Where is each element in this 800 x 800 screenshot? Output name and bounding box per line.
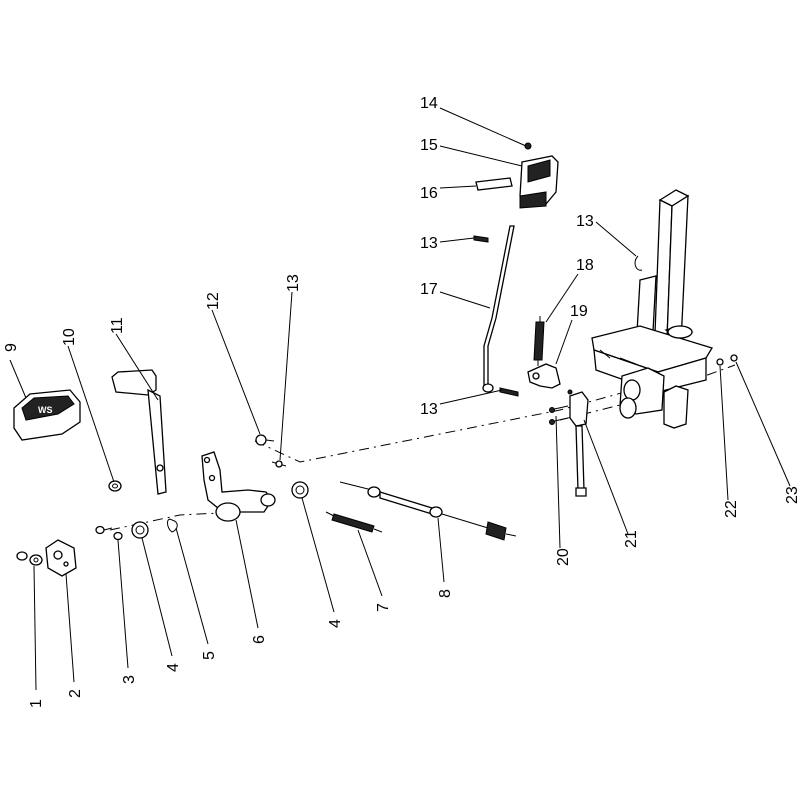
bolt-part[interactable] — [95, 525, 123, 541]
pedal-pad-logo: WS — [38, 405, 53, 415]
linkage-rod-part[interactable] — [482, 225, 515, 393]
callout-13-post: 13 — [576, 213, 594, 230]
sensor-bracket-part[interactable] — [567, 389, 589, 497]
cotter-pin-part-post[interactable] — [634, 255, 643, 271]
callout-22: 22 — [723, 500, 740, 518]
lever-bolt-part[interactable] — [255, 434, 275, 446]
throttle-cable-part[interactable] — [339, 481, 517, 541]
callout-21: 21 — [623, 530, 640, 548]
cotter-pin-part-lever[interactable] — [271, 460, 287, 468]
callout-13-lever: 13 — [285, 274, 302, 292]
callout-12: 12 — [205, 292, 222, 310]
cotter-pin-part-lower[interactable] — [499, 387, 519, 397]
return-spring-part[interactable] — [325, 511, 383, 533]
callout-4-right: 4 — [327, 619, 344, 628]
callout-15: 15 — [420, 137, 438, 154]
retainer-clip-part[interactable] — [475, 177, 513, 191]
callout-3: 3 — [121, 675, 138, 684]
callout-1: 1 — [28, 699, 45, 708]
clip-part[interactable] — [167, 518, 178, 533]
linkage-spring-part[interactable] — [533, 316, 545, 366]
pedal-arm-part[interactable] — [111, 369, 167, 495]
end-nut-part[interactable] — [730, 354, 738, 362]
callout-18: 18 — [576, 257, 594, 274]
callout-8: 8 — [437, 589, 454, 598]
bushing-part-right[interactable] — [291, 481, 309, 499]
callout-4-left: 4 — [165, 663, 182, 672]
callout-13-lower: 13 — [420, 401, 438, 418]
mounting-plate-part[interactable] — [45, 539, 77, 577]
frame-bolt-part[interactable] — [549, 405, 569, 425]
callout-labels: 1 2 3 4 5 6 4 7 8 9 10 11 12 13 14 15 16… — [3, 95, 800, 708]
washer-part[interactable] — [716, 358, 724, 366]
callout-23: 23 — [784, 486, 800, 504]
callout-17: 17 — [420, 281, 438, 298]
callout-2: 2 — [67, 689, 84, 698]
callout-11: 11 — [109, 317, 126, 334]
callout-10: 10 — [61, 328, 78, 346]
callout-7: 7 — [375, 603, 392, 612]
small-nut-part[interactable] — [16, 551, 43, 566]
callout-19: 19 — [570, 303, 588, 320]
callout-9: 9 — [3, 343, 20, 352]
pedal-nut-part[interactable] — [108, 480, 122, 492]
pivot-lever-part[interactable] — [201, 451, 276, 522]
pedal-pad-part[interactable]: WS — [13, 389, 81, 441]
callout-5: 5 — [201, 651, 218, 660]
callout-14: 14 — [420, 95, 438, 112]
callout-16: 16 — [420, 185, 438, 202]
leader-lines — [9, 107, 791, 691]
cotter-pin-part-upper[interactable] — [473, 235, 489, 243]
callout-20: 20 — [555, 548, 572, 566]
steering-post-frame — [591, 189, 713, 429]
throttle-grip-housing-part[interactable] — [519, 155, 559, 209]
callout-6: 6 — [251, 635, 268, 644]
callout-13-upper: 13 — [420, 235, 438, 252]
bushing-part-left[interactable] — [131, 521, 149, 539]
cam-lever-part[interactable] — [527, 363, 561, 389]
